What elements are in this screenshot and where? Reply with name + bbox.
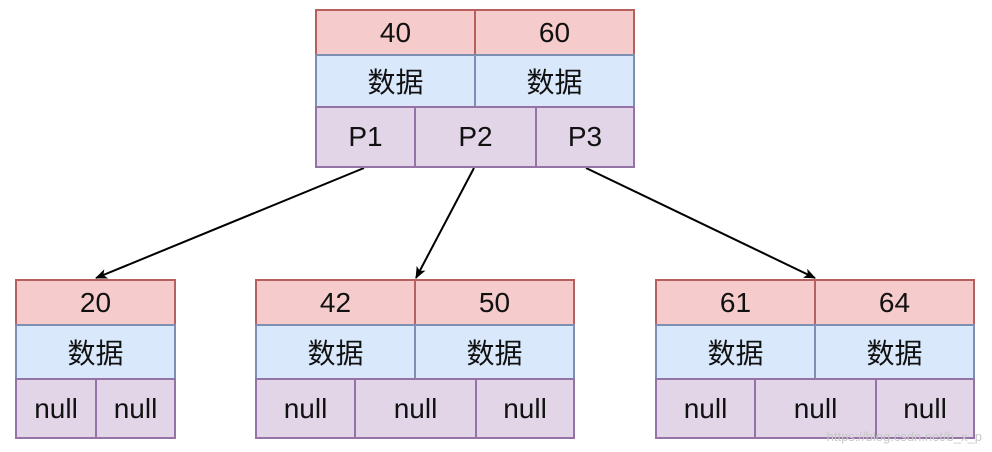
child2-key-50: 50: [414, 279, 575, 326]
child1-key-20: 20: [15, 279, 176, 326]
root-key-60: 60: [474, 9, 635, 56]
root-data-2: 数据: [474, 54, 635, 108]
child3-data-1: 数据: [655, 324, 816, 380]
child3-data-2: 数据: [814, 324, 975, 380]
child2-key-42: 42: [255, 279, 416, 326]
child3-key-61: 61: [655, 279, 816, 326]
child2-data-2: 数据: [414, 324, 575, 380]
child3-pointer-2: null: [754, 378, 877, 439]
root-data-1: 数据: [315, 54, 476, 108]
child1-pointer-2: null: [95, 378, 176, 439]
child2-pointer-3: null: [475, 378, 575, 439]
child1-pointer-1: null: [15, 378, 97, 439]
edge-p1-to-node-20: [95, 167, 365, 279]
child2-pointer-1: null: [255, 378, 356, 439]
root-pointer-p1: P1: [315, 106, 416, 168]
root-pointer-p3: P3: [535, 106, 635, 168]
child2-pointer-2: null: [354, 378, 477, 439]
child3-pointer-3: null: [875, 378, 975, 439]
child2-data-1: 数据: [255, 324, 416, 380]
child3-pointer-1: null: [655, 378, 756, 439]
child1-data: 数据: [15, 324, 176, 380]
child3-key-64: 64: [814, 279, 975, 326]
root-pointer-p2: P2: [414, 106, 537, 168]
edge-p2-to-node-42-50: [415, 167, 475, 279]
root-key-40: 40: [315, 9, 476, 56]
edge-p3-to-node-61-64: [585, 167, 816, 279]
watermark: https://blog.csdn.net/b_x_p: [826, 429, 982, 444]
